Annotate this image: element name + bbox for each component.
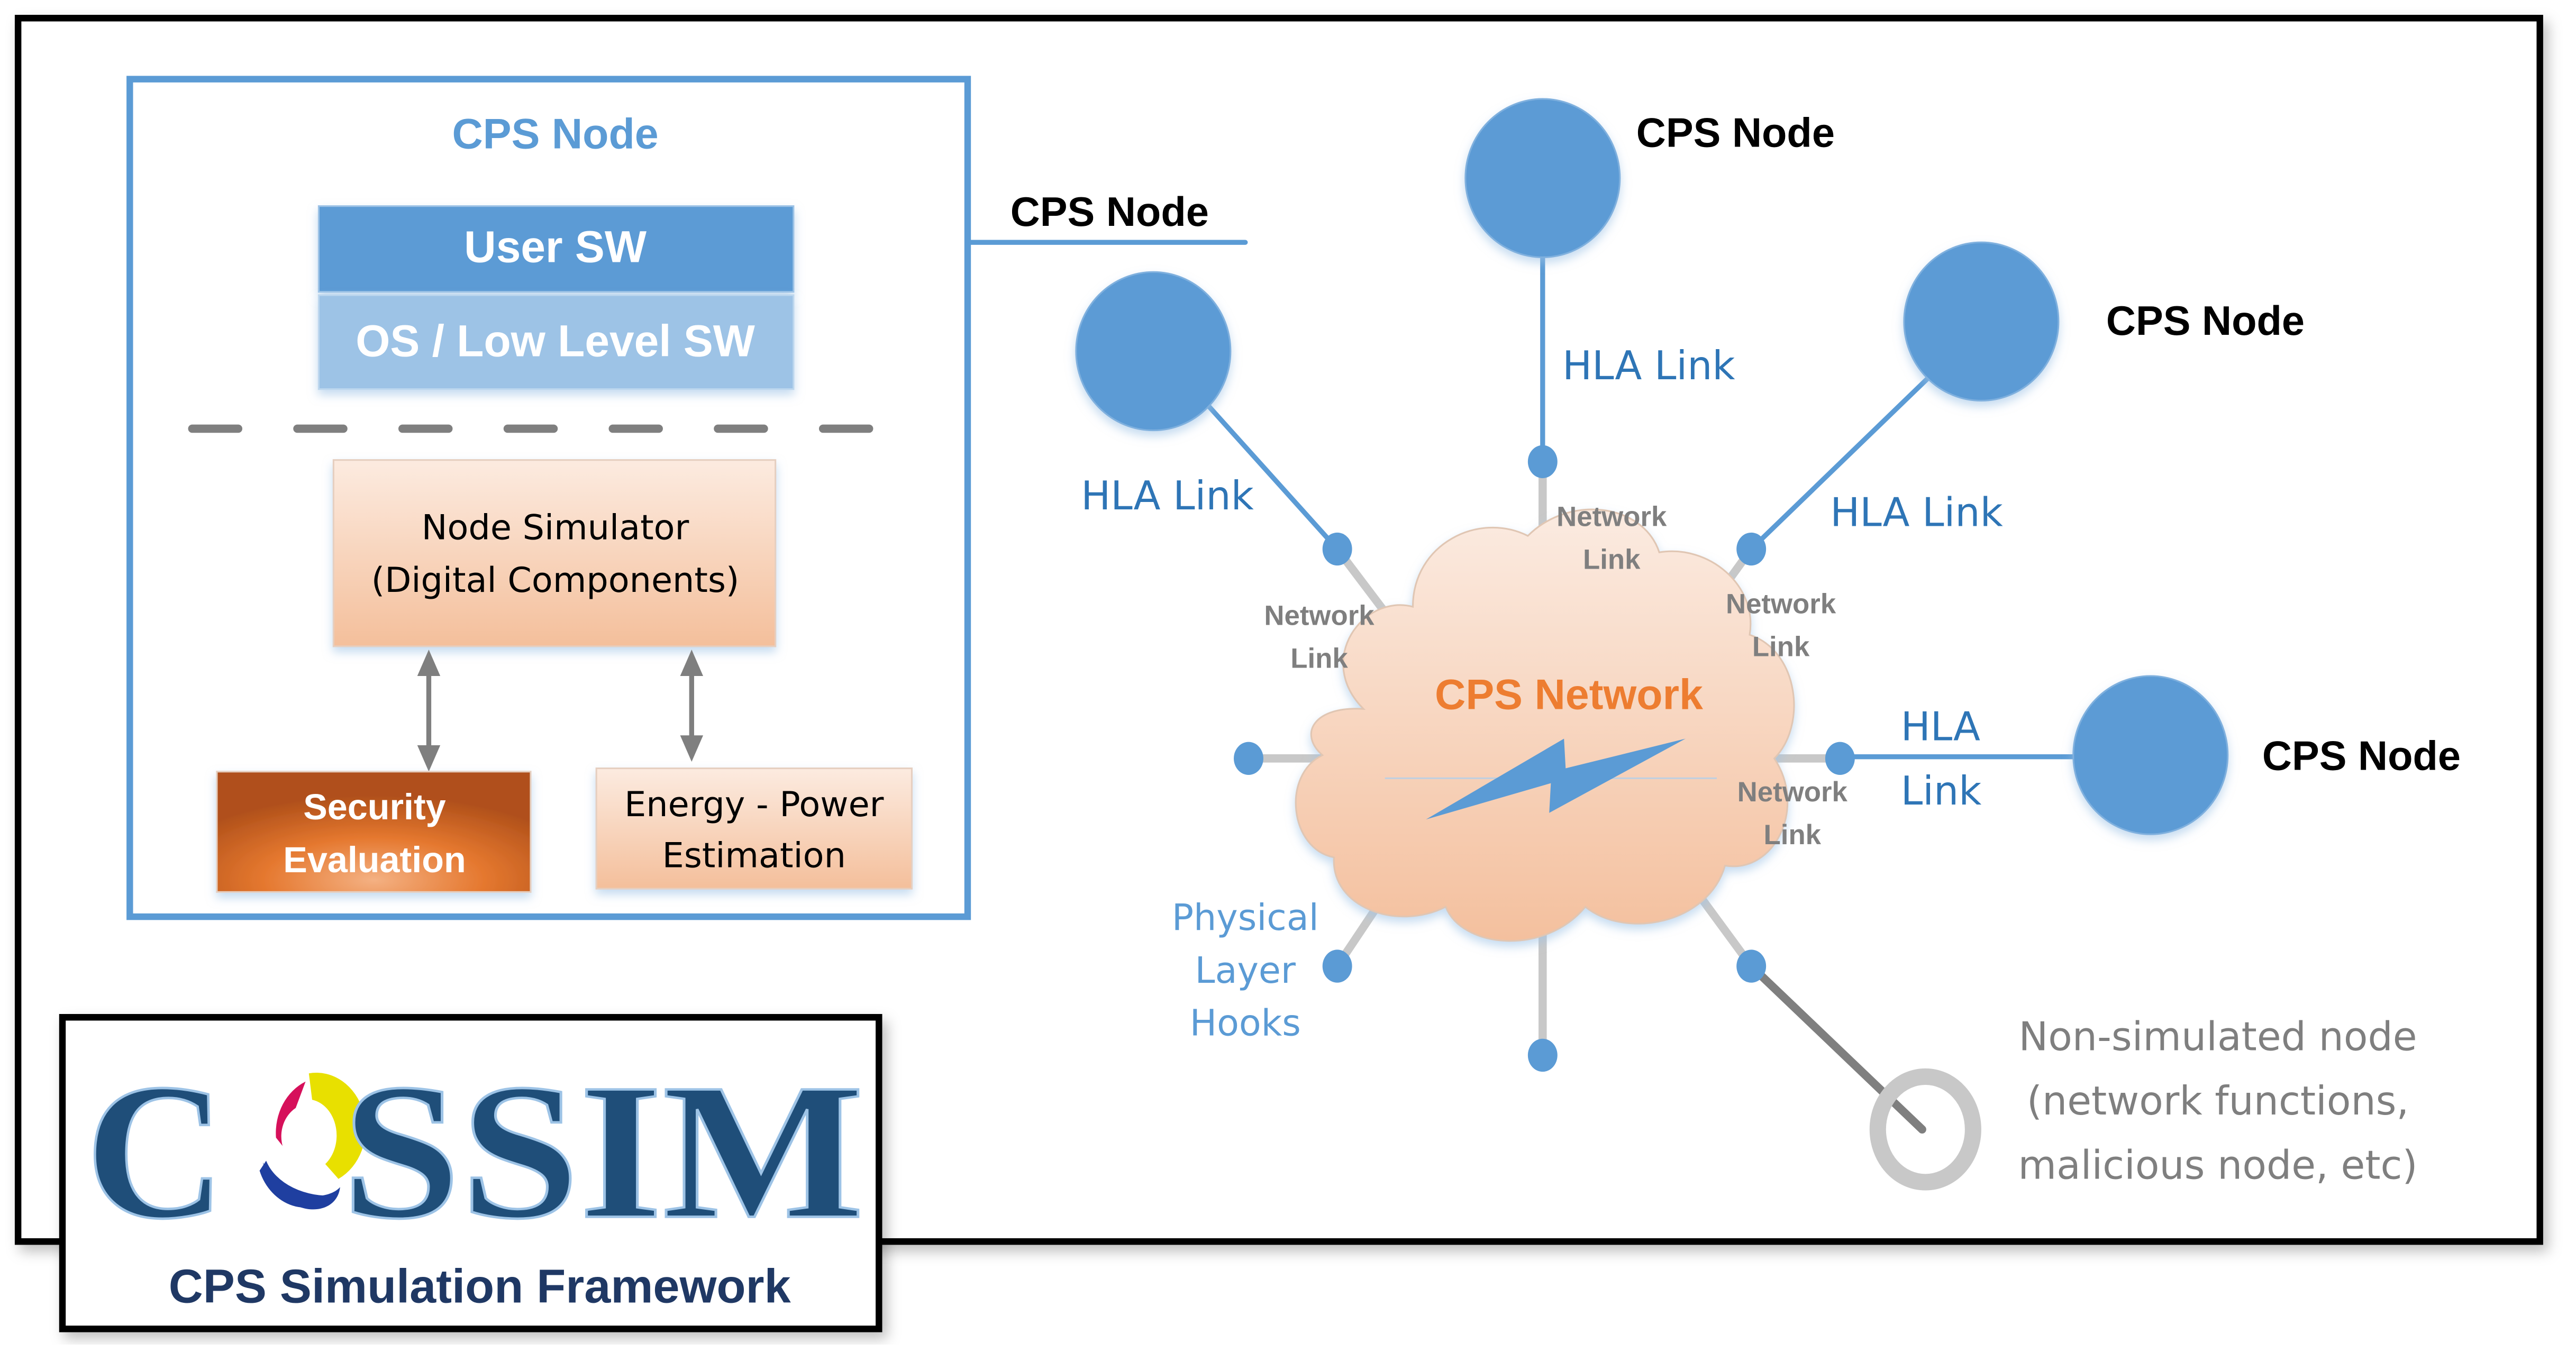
hook-dot — [1825, 742, 1855, 775]
security-label-1: Security — [303, 787, 446, 827]
non-simulated-label-3: malicious node, etc) — [2018, 1143, 2418, 1189]
physical-hooks-label-1: Physical — [1172, 897, 1319, 939]
cps-network-cloud — [1295, 508, 1795, 942]
network-link-label-upper-right-1: Network — [1726, 588, 1836, 619]
hla-link-label-left: HLA Link — [1081, 473, 1254, 519]
hook-dot — [1736, 949, 1767, 983]
energy-label-1: Energy - Power — [624, 784, 884, 825]
os-sw-label: OS / Low Level SW — [356, 316, 755, 366]
hla-link-label-upper-right: HLA Link — [1830, 489, 2003, 535]
network-hook-points — [1234, 445, 1855, 1072]
network-link-label-right-1: Network — [1737, 777, 1848, 808]
physical-hooks-label-3: Hooks — [1190, 1002, 1301, 1044]
hla-link-label-right-2: Link — [1901, 768, 1982, 814]
cps-node-upper-right-label: CPS Node — [2106, 298, 2305, 344]
logo-swirl-icon — [259, 1072, 366, 1210]
node-detail-title: CPS Node — [452, 110, 658, 158]
user-sw-label: User SW — [464, 222, 647, 271]
logo-border — [59, 1014, 882, 1332]
energy-label-2: Estimation — [662, 835, 846, 875]
hook-dot — [1234, 742, 1263, 775]
node-simulator-label-2: (Digital Components) — [371, 560, 740, 600]
cossim-logo-panel: C SSIM CPS Simulation Framework — [59, 1014, 882, 1332]
logo-letter-c: C — [85, 1044, 225, 1259]
security-evaluation-block — [216, 771, 532, 893]
cps-node-right[interactable] — [2072, 675, 2229, 835]
node-simulator-block — [332, 459, 777, 647]
cps-node-right-label: CPS Node — [2262, 734, 2461, 779]
node-simulator-label-1: Node Simulator — [422, 507, 689, 547]
network-link-label-left-2: Link — [1290, 643, 1348, 674]
network-link-label-upper-right-2: Link — [1752, 632, 1810, 663]
cps-node-detail-panel: CPS Node User SW OS / Low Level SW Node … — [126, 76, 971, 920]
security-arrow — [417, 650, 441, 772]
network-link-label-left-1: Network — [1264, 600, 1375, 631]
logo-letters-ssim: SSIM — [342, 1044, 864, 1259]
hook-dot — [1736, 532, 1767, 566]
cps-node-top-label: CPS Node — [1636, 110, 1835, 156]
hook-dot — [1322, 949, 1352, 983]
user-sw-block — [317, 205, 795, 293]
network-link-label-top-1: Network — [1556, 501, 1667, 532]
non-simulated-label-2: (network functions, — [2027, 1078, 2409, 1124]
logo-subtitle: CPS Simulation Framework — [169, 1259, 791, 1313]
security-label-2: Evaluation — [283, 839, 466, 880]
cps-node-upper-right[interactable] — [1903, 241, 2060, 402]
network-link-label-top-2: Link — [1583, 544, 1641, 575]
hla-link-label-top: HLA Link — [1562, 343, 1735, 389]
energy-arrow — [680, 650, 704, 762]
energy-power-block — [595, 767, 913, 890]
hook-dot — [1322, 532, 1352, 566]
cps-node-left[interactable] — [1075, 271, 1232, 432]
non-simulated-node[interactable] — [1869, 1068, 1981, 1191]
non-simulated-label-1: Non-simulated node — [2018, 1013, 2417, 1059]
network-link-label-right-2: Link — [1764, 819, 1822, 851]
cps-node-top[interactable] — [1464, 98, 1621, 258]
hook-dot — [1527, 445, 1558, 478]
cloud-label: CPS Network — [1435, 671, 1704, 718]
os-sw-block — [317, 294, 795, 390]
hook-dot — [1527, 1038, 1558, 1072]
hla-link-label-right-1: HLA — [1901, 704, 1980, 750]
node-callout-label: CPS Node — [1011, 189, 1209, 235]
lightning-bolt-icon — [1426, 738, 1686, 820]
physical-hooks-label-2: Layer — [1195, 949, 1296, 992]
